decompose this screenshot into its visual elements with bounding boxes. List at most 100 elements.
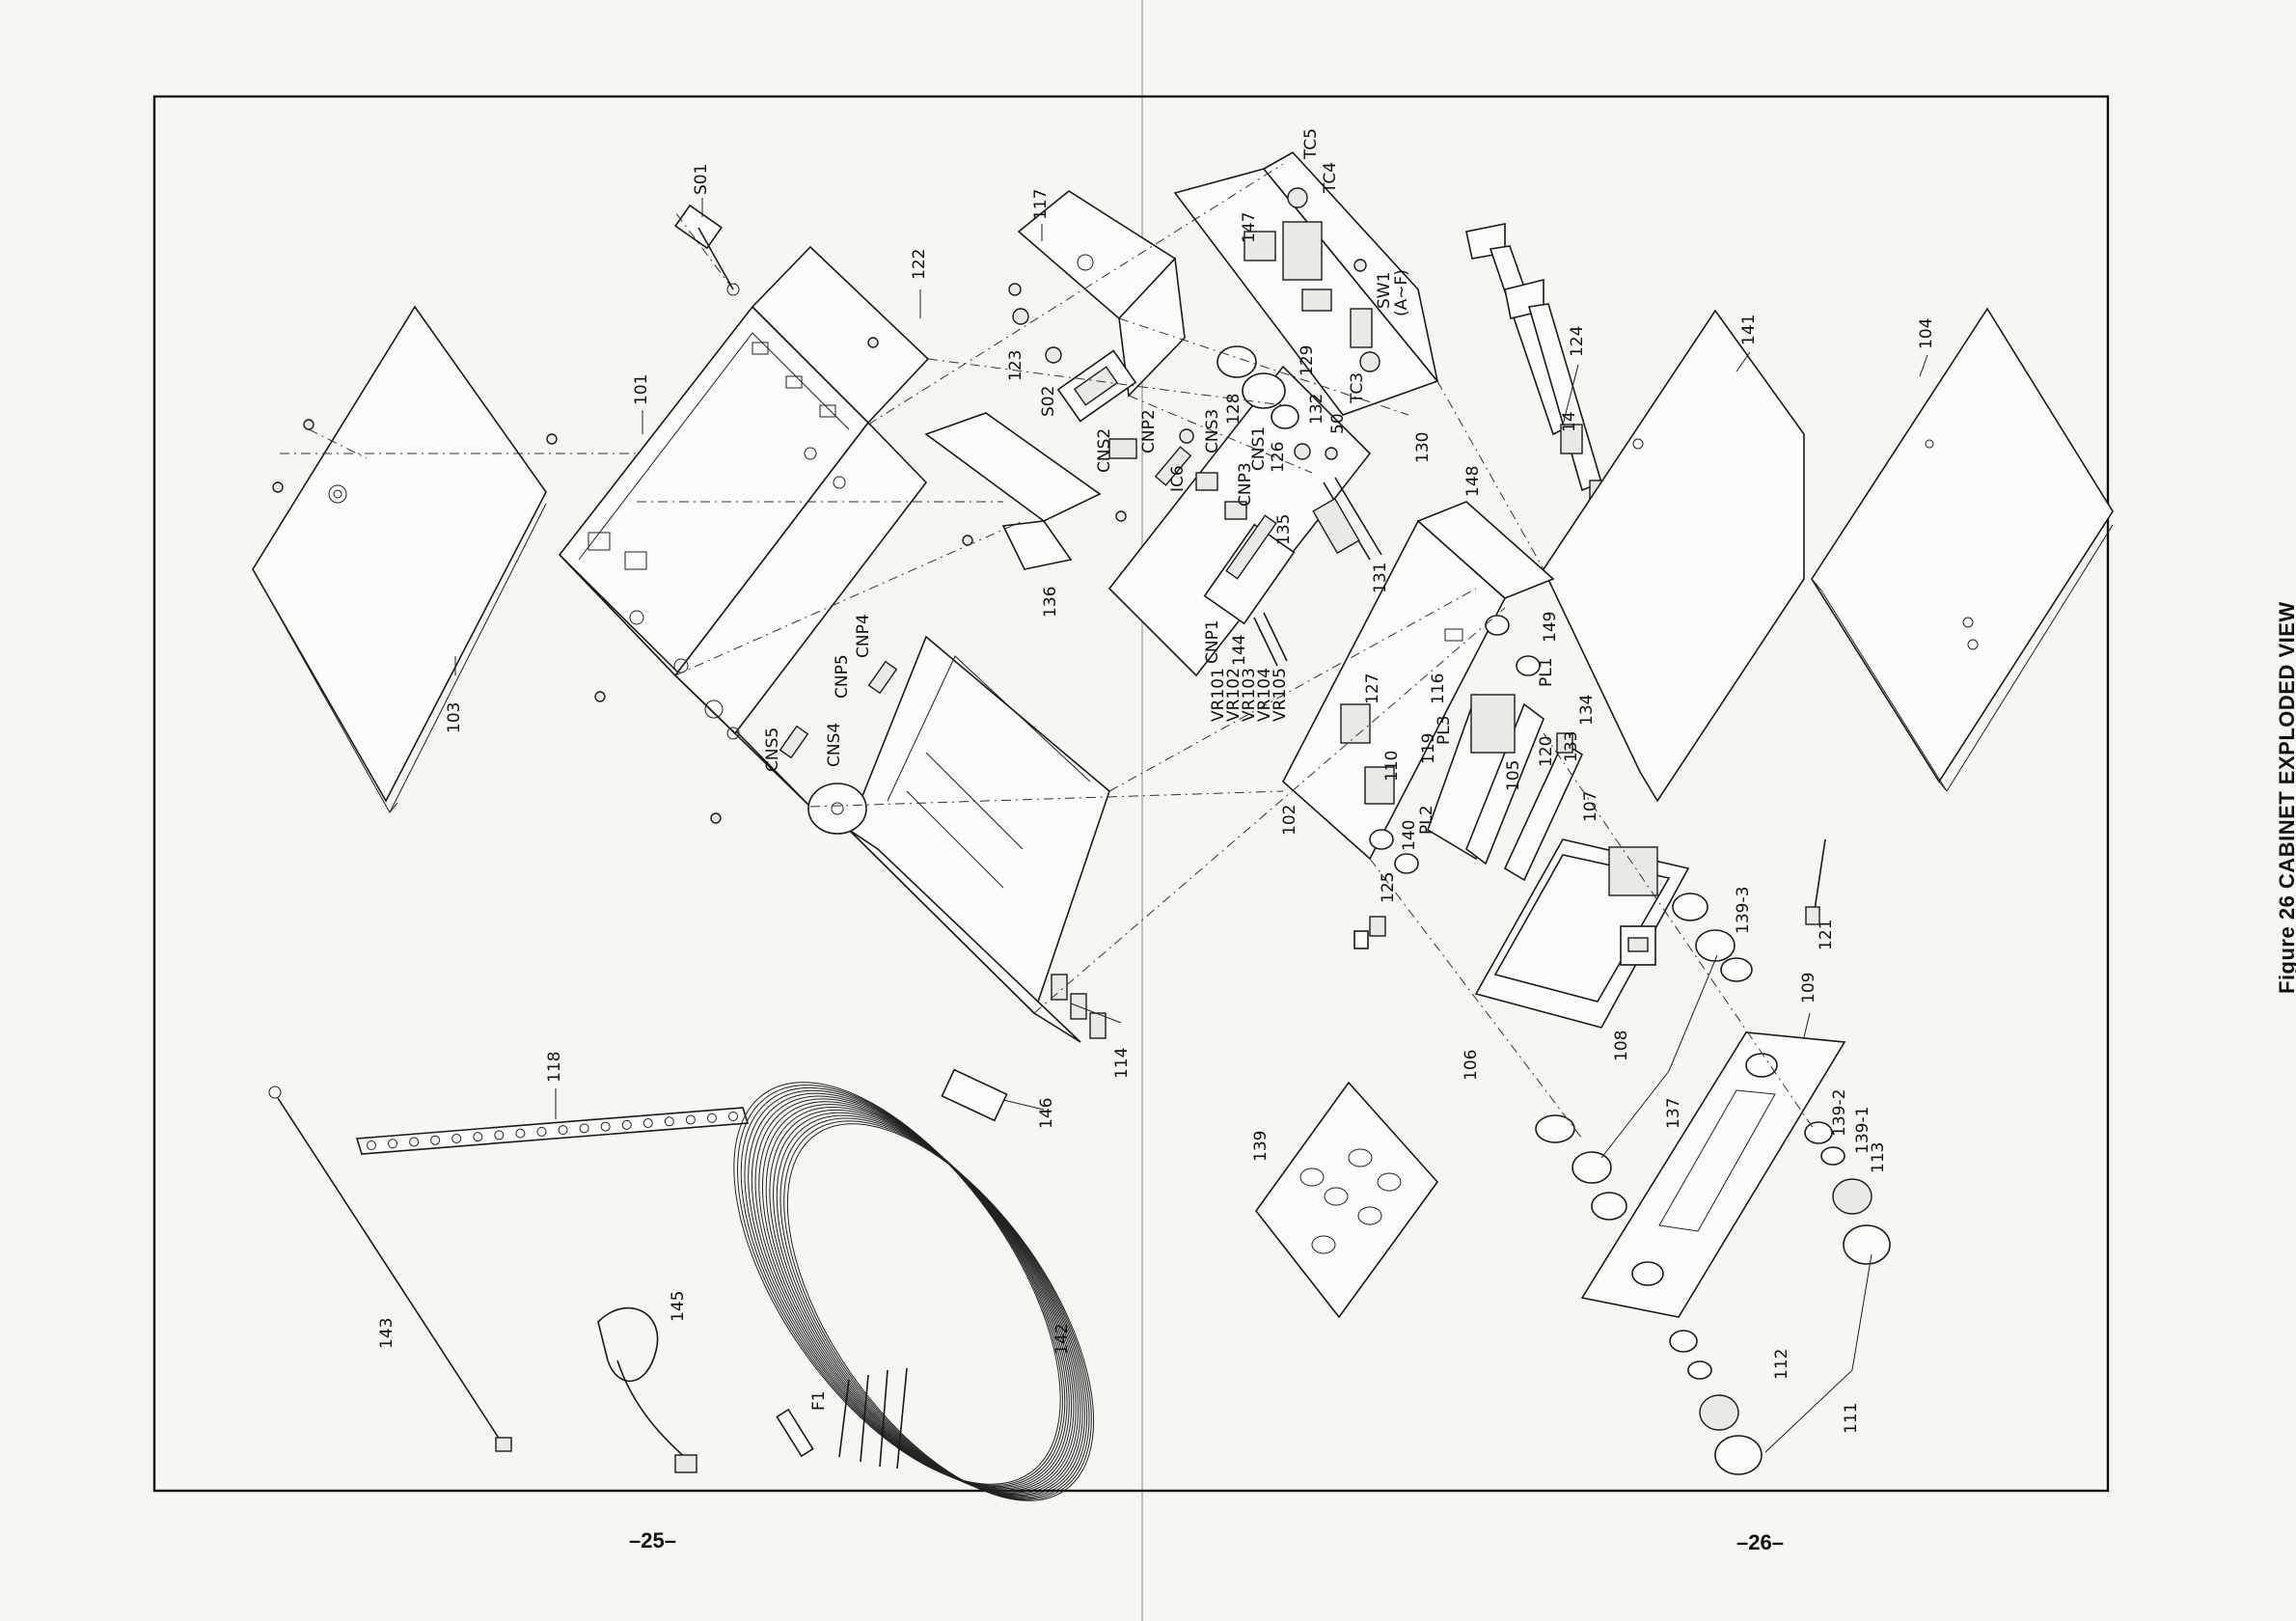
label-pl2: PL2 bbox=[1417, 805, 1436, 835]
label-tc3: TC3 bbox=[1348, 372, 1367, 404]
label-pl3: PL3 bbox=[1435, 715, 1454, 745]
shaft-135-131 bbox=[1312, 477, 1382, 561]
cord-loop bbox=[758, 1101, 1077, 1493]
label-137: 137 bbox=[1664, 1098, 1683, 1129]
figure-title: Figure 26 CABINET EXPLODED VIEW bbox=[2275, 601, 2296, 994]
strip-hole bbox=[706, 1113, 717, 1123]
main-chassis-101 bbox=[558, 245, 930, 808]
strip-hole bbox=[367, 1140, 376, 1150]
washers-149 bbox=[1369, 615, 1541, 874]
label-136: 136 bbox=[1041, 587, 1060, 618]
label-102: 102 bbox=[1280, 805, 1299, 836]
label-tc4: TC4 bbox=[1321, 162, 1340, 194]
label-121: 121 bbox=[1817, 920, 1836, 950]
strip-hole bbox=[664, 1116, 674, 1127]
label-cns2: CNS2 bbox=[1095, 428, 1114, 473]
label-149-top: 149 bbox=[1541, 612, 1560, 643]
label-139: 139 bbox=[1251, 1131, 1271, 1162]
label-sw1-range: (A~F) bbox=[1392, 269, 1411, 316]
strip-hole bbox=[451, 1133, 462, 1143]
fuse-f1 bbox=[776, 1408, 814, 1458]
label-127: 127 bbox=[1363, 673, 1382, 704]
cord-loop bbox=[754, 1098, 1075, 1492]
parts-bag-139 bbox=[1254, 1081, 1439, 1319]
label-s01: S01 bbox=[692, 164, 711, 195]
label-116: 116 bbox=[1429, 673, 1448, 704]
label-108: 108 bbox=[1612, 1030, 1631, 1061]
leader-lines bbox=[454, 198, 1928, 1453]
label-124: 124 bbox=[1568, 326, 1587, 357]
label-cns5: CNS5 bbox=[763, 728, 782, 772]
label-vr101: VR101 bbox=[1209, 668, 1228, 722]
label-144: 144 bbox=[1230, 635, 1249, 666]
label-s02: S02 bbox=[1039, 386, 1058, 417]
cord-lead bbox=[896, 1367, 908, 1470]
label-105: 105 bbox=[1504, 760, 1523, 791]
label-140: 140 bbox=[1400, 820, 1419, 851]
label-tc5: TC5 bbox=[1301, 128, 1321, 160]
sub-chassis-102 bbox=[1282, 501, 1555, 861]
switch-s02 bbox=[1056, 349, 1137, 423]
label-f1: F1 bbox=[809, 1390, 829, 1411]
label-ic6: IC6 bbox=[1168, 465, 1188, 492]
front-frame-106 bbox=[1474, 838, 1690, 1029]
strip-hole bbox=[536, 1126, 547, 1137]
label-106: 106 bbox=[1462, 1050, 1481, 1081]
cord-loop bbox=[769, 1109, 1083, 1497]
label-133-right: 133 bbox=[1562, 731, 1581, 762]
insulation-sheet-141 bbox=[1543, 309, 1805, 803]
cord-loop bbox=[776, 1114, 1088, 1498]
cord-loop bbox=[751, 1095, 1073, 1491]
cassette-mechanism-114 bbox=[807, 635, 1110, 1043]
label-14: 14 bbox=[1560, 411, 1579, 432]
bracket-136 bbox=[924, 412, 1102, 570]
ground-wire-143 bbox=[268, 1085, 512, 1452]
parts-133-134 bbox=[1353, 732, 1573, 949]
strip-hole bbox=[388, 1139, 398, 1149]
label-cnp5: CNP5 bbox=[833, 654, 852, 699]
label-123: 123 bbox=[1006, 350, 1025, 381]
strip-hole bbox=[409, 1137, 420, 1147]
label-135: 135 bbox=[1274, 514, 1294, 545]
cord-lead bbox=[860, 1374, 869, 1463]
jack-s01 bbox=[674, 204, 740, 296]
strip-hole bbox=[642, 1118, 653, 1129]
label-cnp4: CNP4 bbox=[854, 614, 873, 658]
page-number-left: –25– bbox=[629, 1528, 676, 1552]
cord-loop bbox=[765, 1107, 1081, 1495]
label-111: 111 bbox=[1842, 1403, 1861, 1434]
page-number-right: –26– bbox=[1736, 1530, 1784, 1554]
label-107: 107 bbox=[1581, 791, 1600, 822]
strip-hole bbox=[621, 1119, 632, 1130]
pilot-lamp-boards bbox=[1364, 693, 1584, 882]
strip-hole bbox=[494, 1130, 505, 1140]
label-104: 104 bbox=[1917, 318, 1936, 349]
label-125: 125 bbox=[1379, 872, 1398, 903]
cord-loop bbox=[740, 1086, 1066, 1488]
label-114: 114 bbox=[1112, 1048, 1132, 1079]
volume-control-144 bbox=[1203, 514, 1296, 667]
cord-loop bbox=[733, 1082, 1061, 1485]
label-134-right: 134 bbox=[1577, 695, 1597, 726]
label-128: 128 bbox=[1224, 394, 1244, 425]
escutcheon-109 bbox=[1580, 1031, 1846, 1318]
label-145: 145 bbox=[669, 1291, 688, 1322]
strip-hole bbox=[473, 1132, 483, 1142]
label-cns4: CNS4 bbox=[825, 723, 844, 767]
label-sw1: SW1 bbox=[1375, 272, 1394, 309]
top-cover-103 bbox=[252, 305, 639, 813]
label-vr104: VR104 bbox=[1255, 668, 1274, 722]
label-50: 50 bbox=[1328, 413, 1348, 434]
label-139-2-top: 139-2 bbox=[1830, 1089, 1849, 1137]
label-vr105: VR105 bbox=[1271, 668, 1290, 722]
tuner-pcb-147 bbox=[1173, 151, 1439, 416]
label-143: 143 bbox=[377, 1318, 396, 1349]
cord-lead bbox=[838, 1379, 850, 1458]
label-139-3-top: 139-3 bbox=[1734, 887, 1753, 934]
strip-hole bbox=[600, 1121, 611, 1132]
label-vr102: VR102 bbox=[1224, 668, 1244, 722]
cord-loop bbox=[737, 1085, 1063, 1486]
cord-loop bbox=[761, 1104, 1080, 1494]
strip-hole bbox=[430, 1135, 441, 1145]
